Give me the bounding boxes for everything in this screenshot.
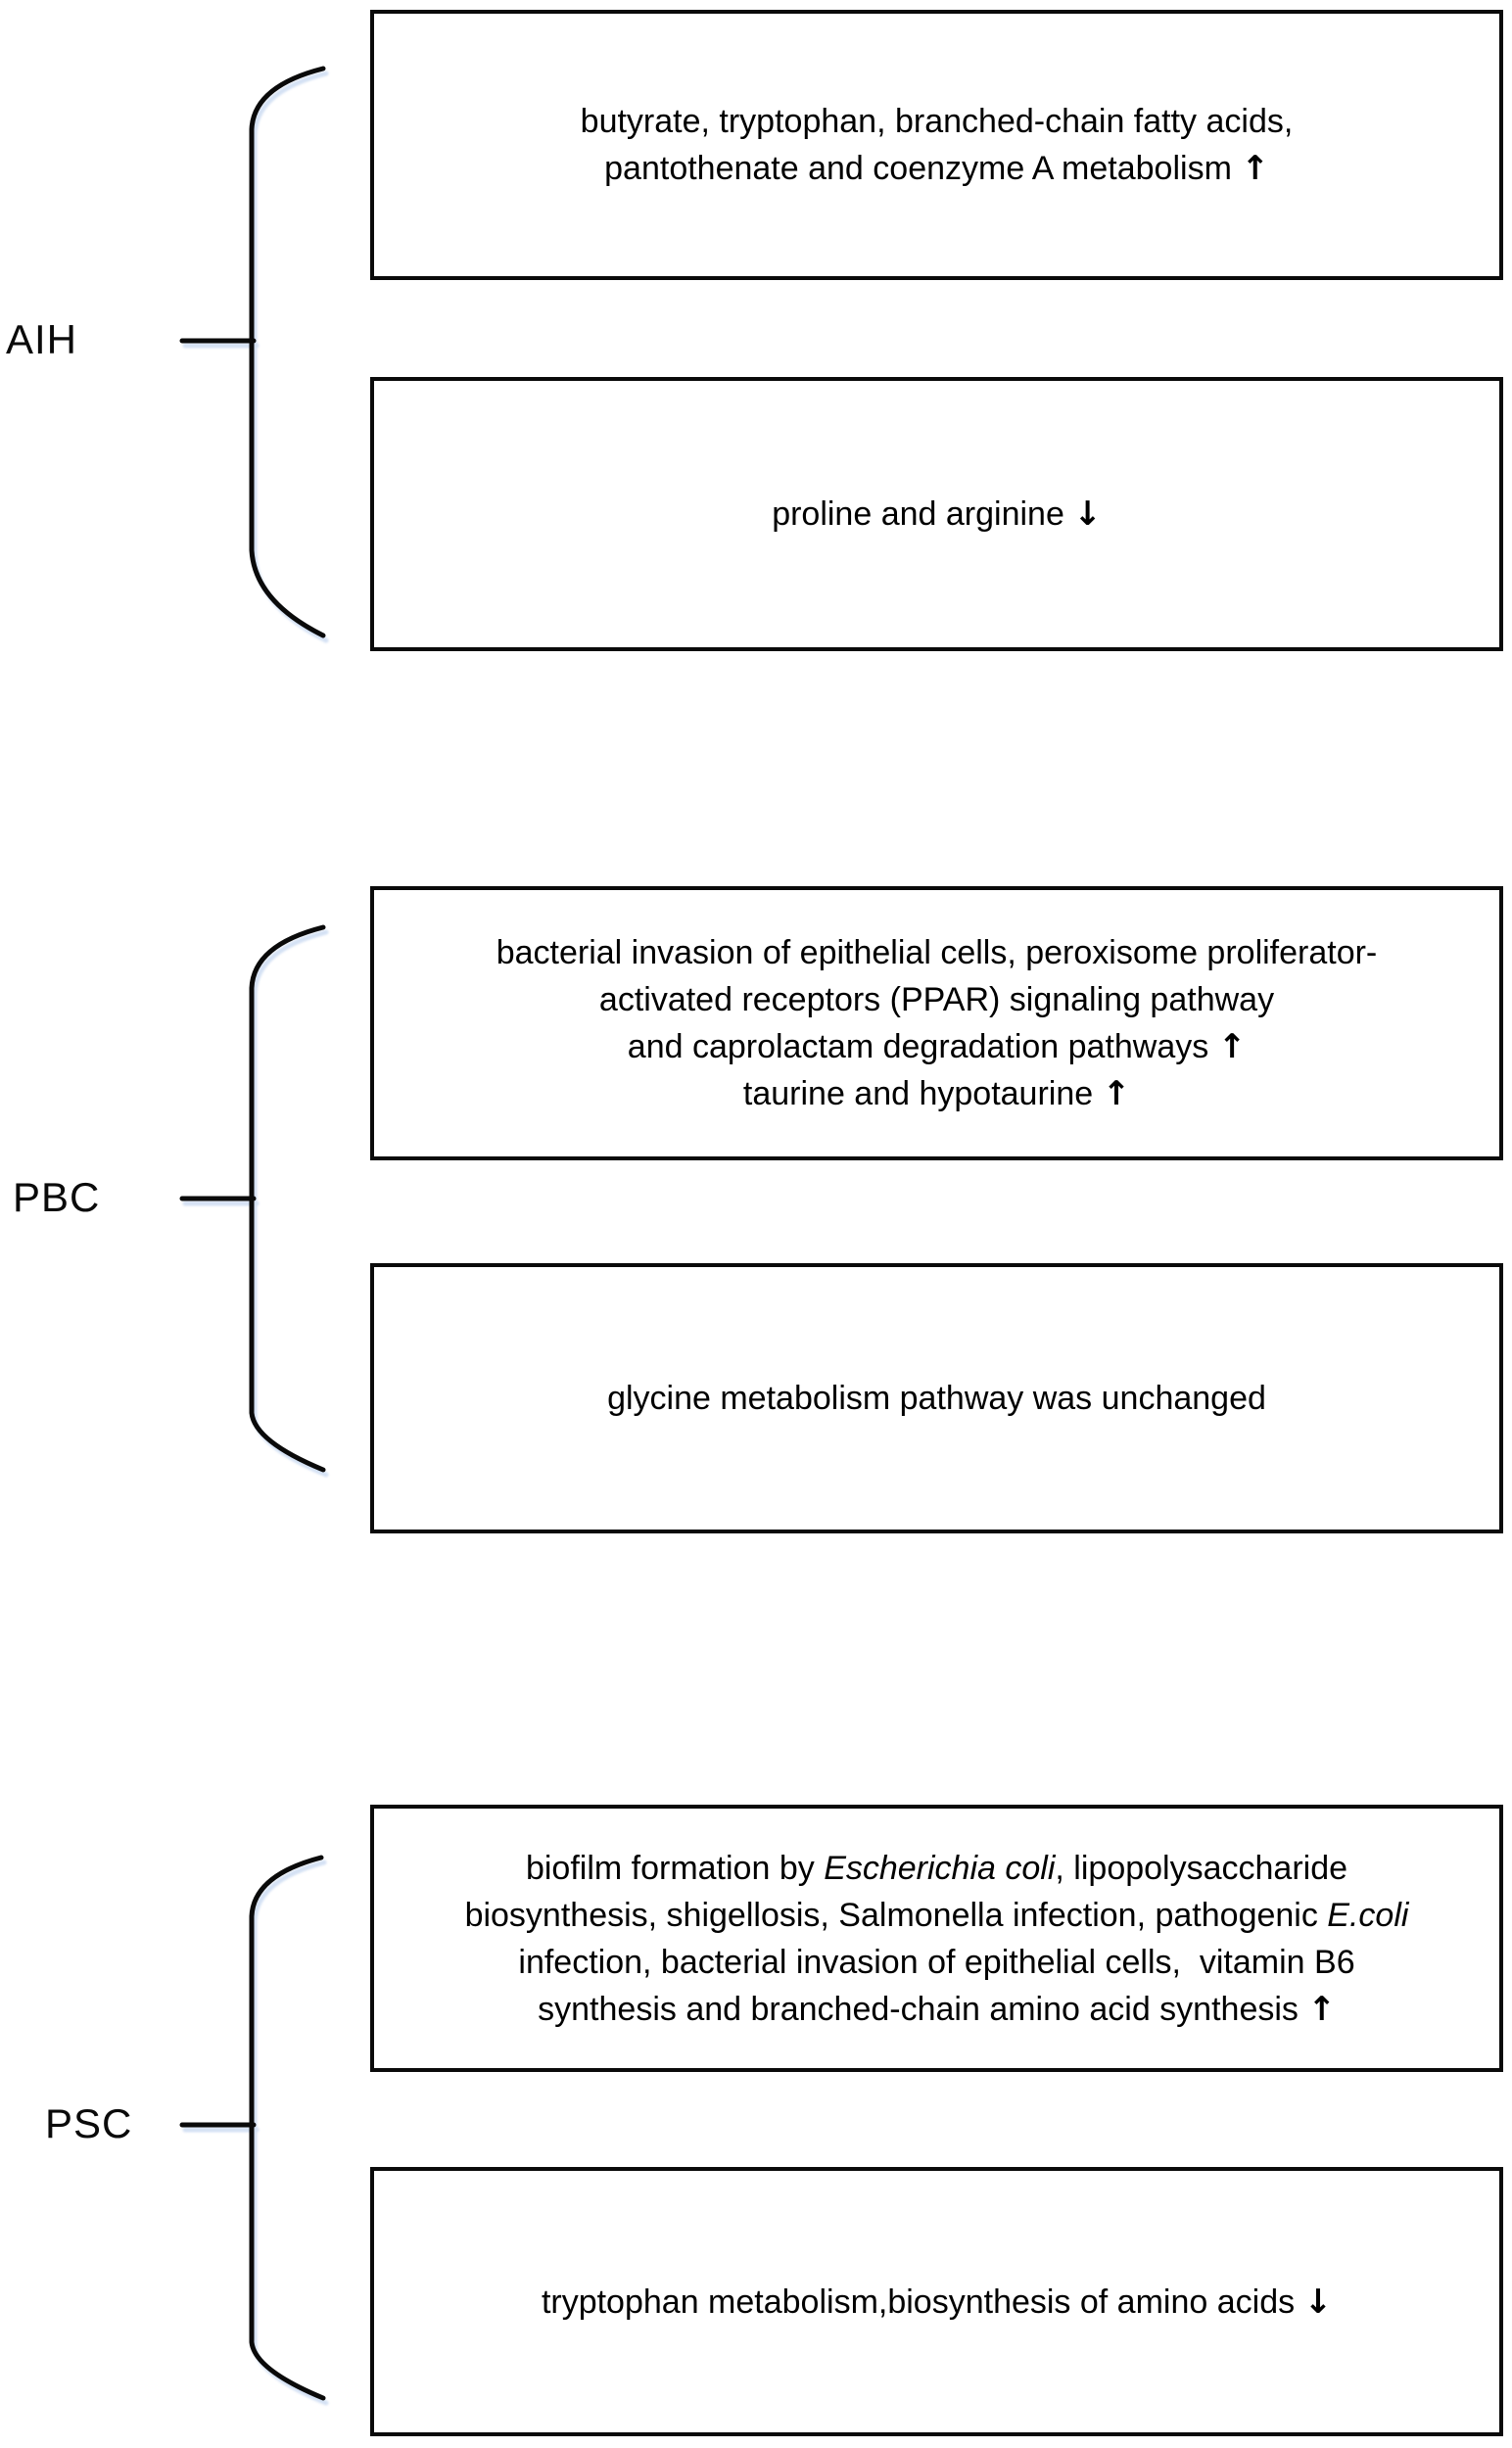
trend-arrow: ↓ [1073, 494, 1102, 534]
trend-arrow: ↓ [1303, 2282, 1333, 2322]
box-text-line: biosynthesis, shigellosis, Salmonella in… [464, 1896, 1409, 1934]
aih-upregulated-pathways-text: butyrate, tryptophan, branched-chain fat… [374, 98, 1499, 192]
trend-arrow: ↑ [1102, 1074, 1131, 1113]
trend-arrow: ↑ [1217, 1027, 1247, 1066]
psc-upregulated-pathways-text: biofilm formation by Escherichia coli, l… [374, 1845, 1499, 2033]
psc-downregulated-pathways-box: tryptophan metabolism,biosynthesis of am… [370, 2167, 1503, 2436]
box-text-line: activated receptors (PPAR) signaling pat… [598, 981, 1275, 1018]
box-text-line: and caprolactam degradation pathways ↑ [627, 1027, 1247, 1066]
box-text-line: butyrate, tryptophan, branched-chain fat… [580, 103, 1294, 140]
aih-downregulated-pathways-box: proline and arginine ↓ [370, 377, 1503, 651]
box-text-line: synthesis and branched-chain amino acid … [538, 1989, 1336, 2029]
pbc-upregulated-pathways-box: bacterial invasion of epithelial cells, … [370, 886, 1503, 1160]
trend-arrow: ↑ [1241, 149, 1269, 188]
aih-upregulated-pathways-box: butyrate, tryptophan, branched-chain fat… [370, 10, 1503, 280]
psc-label: PSC [45, 2100, 133, 2147]
box-text-line: proline and arginine ↓ [772, 494, 1102, 534]
aih-label: AIH [6, 316, 78, 363]
pbc-brace [249, 924, 326, 1473]
box-text-line: pantothenate and coenzyme A metabolism ↑ [604, 149, 1269, 188]
psc-brace [249, 1855, 326, 2401]
trend-arrow: ↑ [1307, 1989, 1336, 2029]
box-text-line: taurine and hypotaurine ↑ [742, 1074, 1131, 1113]
pbc-label: PBC [13, 1174, 101, 1221]
pbc-upregulated-pathways-text: bacterial invasion of epithelial cells, … [374, 929, 1499, 1117]
psc-downregulated-pathways-text: tryptophan metabolism,biosynthesis of am… [374, 2279, 1499, 2326]
box-text-line: glycine metabolism pathway was unchanged [607, 1380, 1266, 1417]
aih-downregulated-pathways-text: proline and arginine ↓ [374, 491, 1499, 538]
psc-upregulated-pathways-box: biofilm formation by Escherichia coli, l… [370, 1805, 1503, 2072]
box-text-line: biofilm formation by Escherichia coli, l… [525, 1849, 1348, 1887]
aih-brace [249, 66, 326, 638]
box-text-line: bacterial invasion of epithelial cells, … [496, 934, 1378, 971]
pbc-unchanged-pathway-text: glycine metabolism pathway was unchanged [374, 1375, 1499, 1422]
box-text-line: tryptophan metabolism,biosynthesis of am… [541, 2282, 1333, 2322]
box-text-line: infection, bacterial invasion of epithel… [518, 1943, 1355, 1981]
pbc-unchanged-pathway-box: glycine metabolism pathway was unchanged [370, 1263, 1503, 1533]
